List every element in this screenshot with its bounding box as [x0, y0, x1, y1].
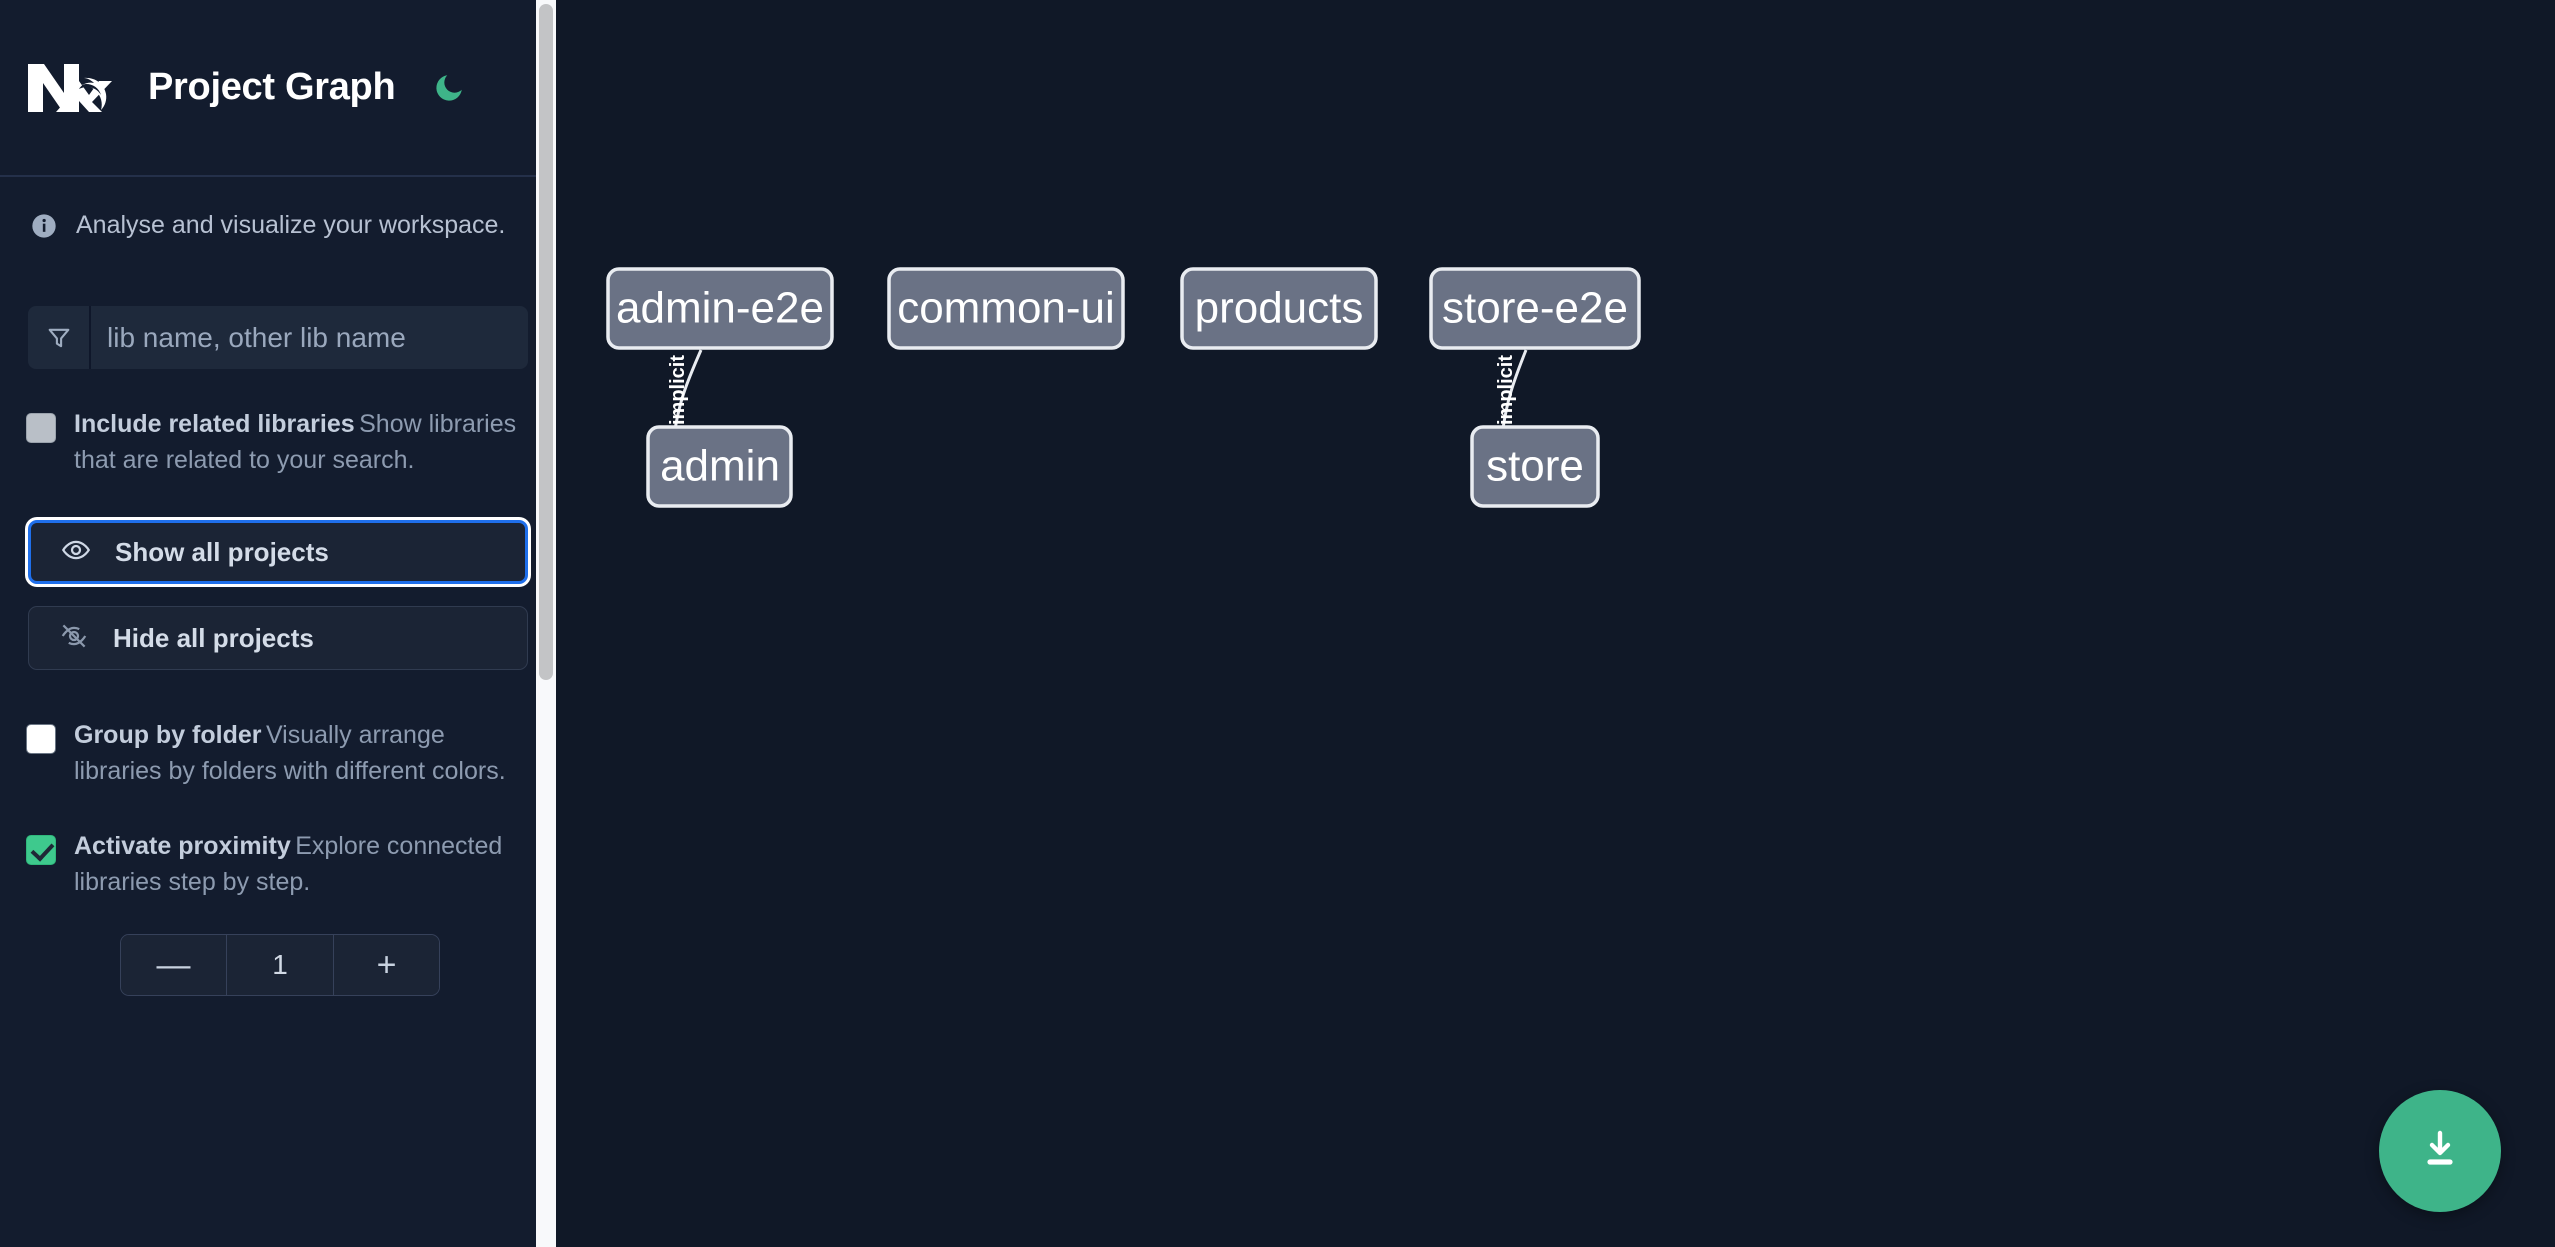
include-related-libraries-checkbox[interactable] — [26, 413, 56, 443]
node-label-store-e2e: store-e2e — [1442, 284, 1628, 333]
hide-all-projects-label: Hide all projects — [113, 622, 314, 653]
node-label-products: products — [1195, 284, 1364, 333]
group-by-folder-checkbox[interactable] — [26, 724, 56, 754]
group-by-folder-label: Group by folder — [74, 721, 262, 749]
tagline: Analyse and visualize your workspace. — [0, 177, 556, 240]
hide-all-projects-button[interactable]: Hide all projects — [28, 606, 528, 670]
node-common-ui[interactable]: common-ui — [887, 267, 1125, 350]
proximity-decrement-button[interactable]: — — [121, 935, 227, 995]
sidebar-body: Analyse and visualize your workspace. In… — [0, 177, 556, 996]
activate-proximity-label: Activate proximity — [74, 832, 291, 860]
proximity-stepper: — 1 + — [120, 934, 440, 996]
download-icon — [2416, 1125, 2464, 1178]
sidebar: Project Graph Analyse and visualize your… — [0, 0, 556, 1247]
option-include-related-libraries[interactable]: Include related libraries Show libraries… — [0, 407, 556, 478]
proximity-increment-button[interactable]: + — [333, 935, 439, 995]
search-input[interactable] — [91, 306, 528, 369]
node-store-e2e[interactable]: store-e2e — [1429, 267, 1641, 350]
node-label-admin: admin — [660, 442, 780, 491]
edge-label-store: implicit — [1495, 355, 1517, 425]
node-label-common-ui: common-ui — [897, 284, 1115, 333]
graph-nodes: admin-e2e common-ui products store-e2e a… — [606, 267, 1641, 508]
filter-icon — [28, 306, 91, 369]
activate-proximity-description: Explore connected libraries step by step… — [74, 832, 503, 896]
sidebar-header: Project Graph — [0, 0, 556, 177]
node-admin-e2e[interactable]: admin-e2e — [606, 267, 834, 350]
projects-button-group: Show all projects Hide all projects — [0, 520, 556, 670]
eye-icon — [61, 535, 91, 570]
search-field[interactable] — [28, 306, 528, 369]
option-activate-proximity[interactable]: Activate proximity Explore connected lib… — [0, 829, 556, 900]
activate-proximity-checkbox[interactable] — [26, 835, 56, 865]
graph-edges: implicit implicit — [663, 349, 1528, 458]
option-group-by-folder[interactable]: Group by folder Visually arrange librari… — [0, 718, 556, 789]
show-all-projects-button[interactable]: Show all projects — [28, 520, 528, 584]
proximity-value: 1 — [227, 935, 333, 995]
node-admin[interactable]: admin — [646, 425, 793, 508]
node-store[interactable]: store — [1470, 425, 1600, 508]
eye-off-icon — [59, 621, 89, 656]
include-related-libraries-label: Include related libraries — [74, 410, 355, 438]
nx-logo — [26, 57, 118, 119]
edge-label-admin: implicit — [667, 355, 689, 425]
show-all-projects-label: Show all projects — [115, 536, 329, 567]
project-graph-svg: implicit implicit admin-e2e common-ui pr… — [606, 267, 1641, 508]
download-graph-button[interactable] — [2379, 1090, 2501, 1212]
group-by-folder-description: Visually arrange libraries by folders wi… — [74, 721, 506, 785]
tagline-text: Analyse and visualize your workspace. — [76, 211, 506, 239]
sidebar-scrollbar-track[interactable] — [536, 0, 556, 1247]
include-related-libraries-description: Show libraries that are related to your … — [74, 410, 517, 474]
node-products[interactable]: products — [1180, 267, 1378, 350]
page-title: Project Graph — [148, 66, 396, 108]
sidebar-scrollbar-thumb[interactable] — [539, 4, 553, 680]
graph-canvas[interactable]: implicit implicit admin-e2e common-ui pr… — [556, 0, 2555, 1247]
node-label-store: store — [1486, 442, 1584, 491]
node-label-admin-e2e: admin-e2e — [616, 284, 824, 333]
moon-icon[interactable] — [423, 62, 475, 114]
info-icon — [30, 212, 58, 240]
